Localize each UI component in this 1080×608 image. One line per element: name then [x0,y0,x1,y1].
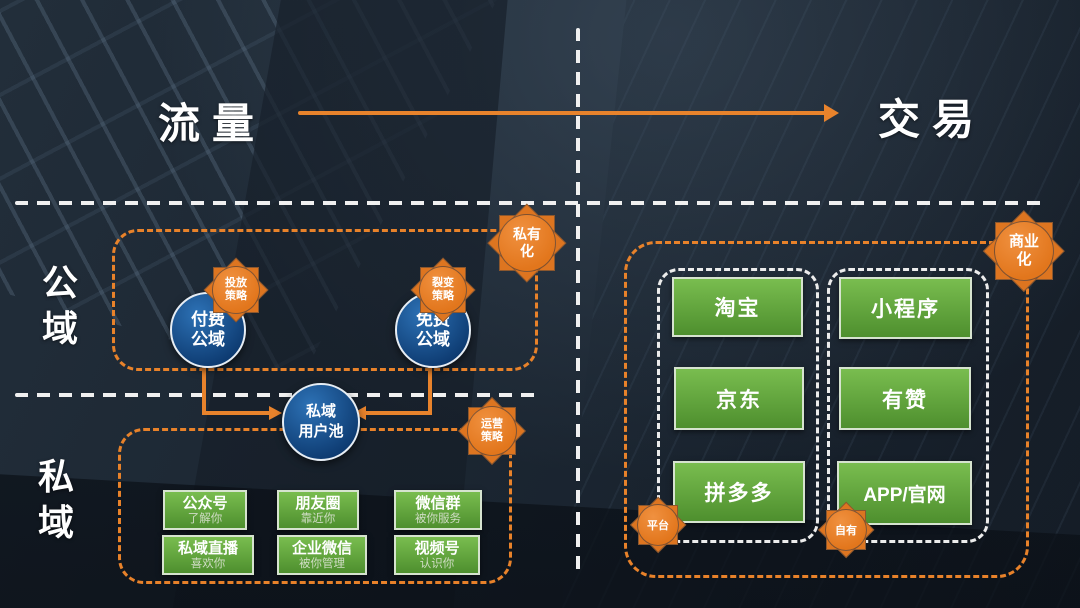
own-badge-label: 自有 [835,525,857,537]
own-badge: 自有 [817,501,875,559]
transaction-title: 交易 [878,96,987,143]
privatization-line1: 私有 [513,226,541,242]
channel-official-account: 公众号 了解你 [163,490,247,530]
platform-badge: 平台 [629,496,687,554]
channel-title: 朋友圈 [295,494,341,512]
free-public-line2: 公域 [416,330,450,349]
operation-strategy-badge: 运营 策略 [458,397,526,465]
channel-title: 公众号 [182,494,228,512]
platform-jd: 京东 [674,367,804,430]
operation-line2: 策略 [481,431,503,443]
placement-line2: 策略 [225,290,247,302]
divider-horizontal-top [15,201,1045,205]
paid-public-line2: 公域 [191,330,225,349]
free-connector-horizontal [366,411,432,415]
badge-circle: 运营 策略 [467,406,517,456]
channel-wechat-group: 微信群 被你服务 [394,490,482,530]
channel-private-live: 私域直播 喜欢你 [162,535,254,575]
traffic-title: 流量 [158,100,267,147]
placement-line1: 投放 [225,277,247,289]
arrow-head-icon [824,104,839,122]
badge-circle: 商业 化 [994,221,1054,281]
badge-circle: 投放 策略 [212,266,260,314]
paid-connector-horizontal [202,411,270,415]
public-domain-label: 公域 [41,262,78,349]
divider-horizontal-bottom [15,393,543,397]
private-pool-line1: 私域 [305,403,336,420]
private-user-pool-circle: 私域 用户池 [282,383,360,461]
channel-subtitle: 靠近你 [300,512,336,525]
platform-taobao: 淘宝 [672,277,803,337]
placement-strategy-badge: 投放 策略 [203,257,269,323]
badge-circle: 私有 化 [498,214,556,272]
channel-moments: 朋友圈 靠近你 [277,490,359,530]
channel-wecom: 企业微信 被你管理 [277,535,367,575]
channel-title: 视频号 [414,539,460,557]
commercialization-badge: 商业 化 [983,210,1065,292]
platform-pinduoduo: 拼多多 [673,461,805,523]
channel-title: 微信群 [415,494,461,512]
platform-miniprogram: 小程序 [839,277,972,339]
badge-circle: 平台 [637,504,679,546]
fission-line1: 裂变 [432,277,454,289]
fission-strategy-badge: 裂变 策略 [410,257,476,323]
fission-line2: 策略 [432,290,454,302]
paid-connector-vertical [202,360,206,414]
badge-circle: 自有 [825,509,867,551]
channel-title: 私域直播 [177,539,238,557]
commercialization-line1: 商业 [1008,233,1039,250]
free-connector-vertical [428,360,432,414]
channel-subtitle: 了解你 [187,512,223,525]
channel-subtitle: 被你服务 [415,512,461,525]
platform-badge-label: 平台 [647,520,669,532]
paid-arrow-head-icon [269,406,282,420]
channel-subtitle: 认识你 [419,557,455,570]
commercialization-line2: 化 [1016,251,1032,268]
channel-video-account: 视频号 认识你 [394,535,480,575]
badge-circle: 裂变 策略 [419,266,467,314]
platform-youzan: 有赞 [839,367,971,430]
privatization-badge: 私有 化 [487,203,567,283]
traffic-to-transaction-arrow [298,111,826,115]
channel-subtitle: 被你管理 [299,557,345,570]
channel-subtitle: 喜欢你 [190,557,226,570]
privatization-line2: 化 [520,243,534,259]
operation-line1: 运营 [481,418,503,430]
private-pool-line2: 用户池 [298,423,344,440]
private-domain-label: 私域 [37,456,74,543]
channel-title: 企业微信 [291,539,352,557]
